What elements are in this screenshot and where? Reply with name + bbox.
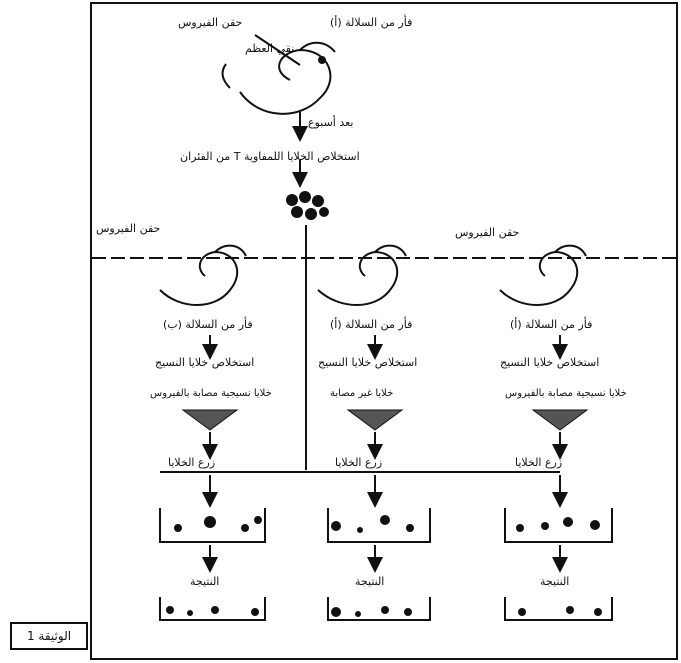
column-arrows	[202, 335, 568, 573]
cells-row-1	[174, 515, 600, 533]
culture-dish-row-1	[159, 508, 613, 543]
virus-injection-label: حقن الفيروس	[178, 16, 243, 29]
col1-extract-label: استخلاص خلايا النسيج	[155, 356, 255, 369]
col2-result-label: النتيجة	[355, 575, 385, 588]
right-virus-label: حقن الفيروس	[455, 226, 520, 239]
left-virus-label: حقن الفيروس	[96, 222, 161, 235]
cell-mix-funnels	[181, 409, 589, 431]
top-mouse-drawing	[221, 41, 336, 115]
mouse-drawing-middle	[317, 244, 407, 306]
syringe-icon	[254, 34, 301, 66]
col1-culture-label: زرع الخلايا	[168, 456, 216, 469]
lymphocyte-cluster	[286, 191, 329, 220]
col1-result-label: النتيجة	[190, 575, 220, 588]
col3-extract-label: استخلاص خلايا النسيج	[500, 356, 600, 369]
strain-label-top: فأر من السلالة (أ)	[330, 16, 413, 29]
col2-mouse-label: فأر من السلالة (أ)	[330, 318, 413, 331]
col3-infection-label: خلايا نسيجية مصابة بالفيروس	[505, 388, 627, 399]
culture-dish-row-2	[159, 597, 613, 621]
cells-row-2	[166, 606, 602, 617]
col2-infection-label: خلايا غير مصابة	[330, 388, 394, 399]
col2-culture-label: زرع الخلايا	[335, 456, 383, 469]
mouse-drawing-right	[499, 244, 587, 306]
col2-extract-label: استخلاص خلايا النسيج	[318, 356, 418, 369]
col3-mouse-label: فأر من السلالة (أ)	[510, 318, 593, 331]
col1-mouse-label: فأر من السلالة (ب)	[163, 318, 253, 331]
diagram-frame	[90, 2, 678, 660]
after-week-label: بعد أسبوع	[308, 116, 354, 129]
col3-result-label: النتيجة	[540, 575, 570, 588]
extract-lymphocytes-label: استخلاص الخلايا اللمفاوية T من الفئران	[180, 150, 360, 163]
col1-infection-label: خلايا نسيجية مصابة بالفيروس	[150, 388, 272, 399]
bone-marrow-label: نقي العظم	[245, 42, 295, 55]
col3-culture-label: زرع الخلايا	[515, 456, 563, 469]
document-label: الوثيقة 1	[10, 622, 88, 650]
mouse-drawing-left	[159, 244, 247, 306]
